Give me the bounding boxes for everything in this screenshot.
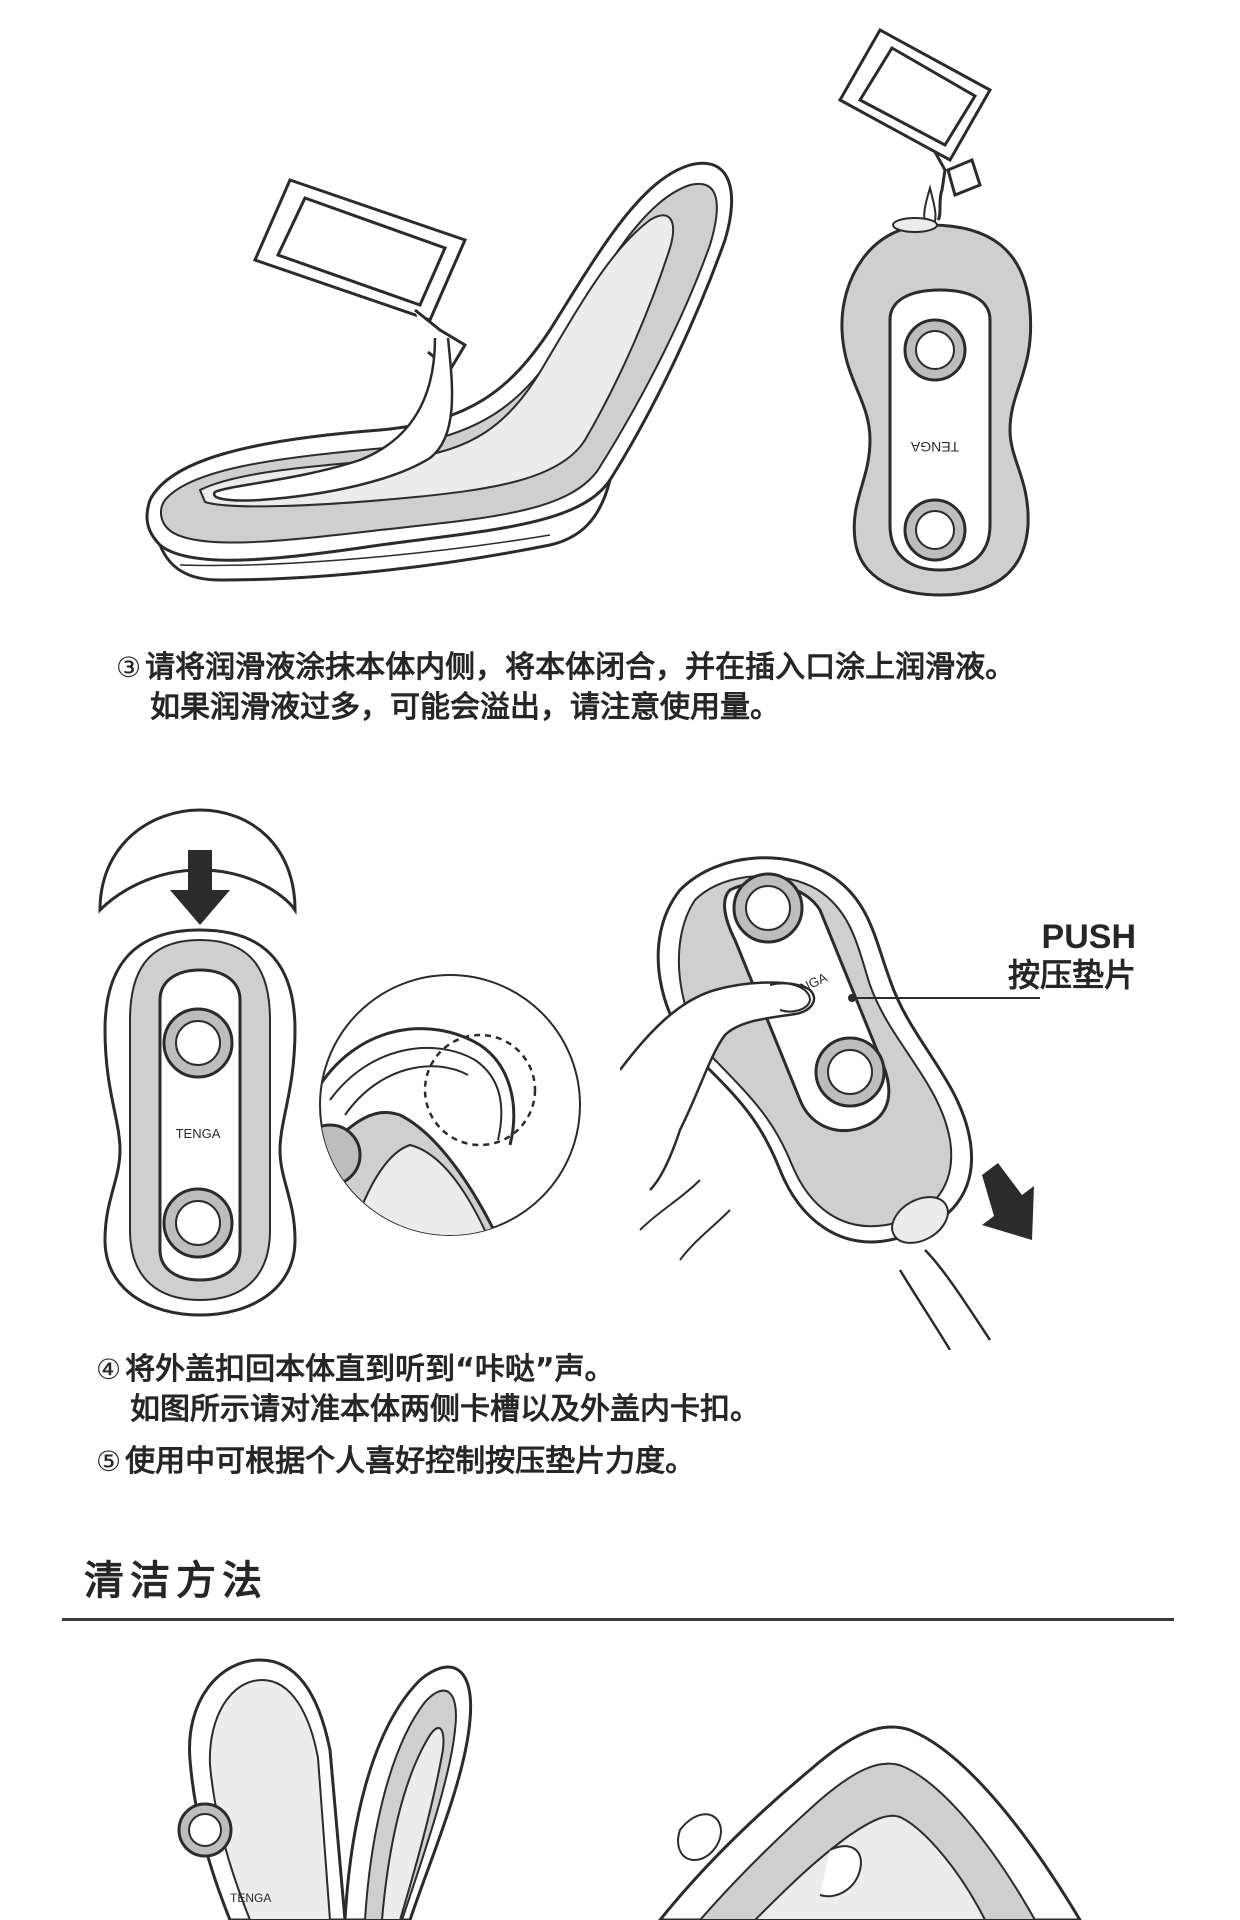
arrow-down-right-icon: [982, 1163, 1034, 1240]
step-3-number: ③: [116, 651, 142, 684]
open-body-lubricant-illustration: [145, 161, 733, 582]
opened-body-cleaning-illustration: TENGA: [177, 1658, 473, 1920]
step-4-line-2: 如图所示请对准本体两侧卡槽以及外盖内卡扣。: [130, 1392, 760, 1427]
step-4-line-1: 将外盖扣回本体直到听到“咔哒”声。: [125, 1352, 615, 1387]
zoom-circle-icon: [319, 974, 581, 1236]
closed-body-lubricant-illustration: TENGA: [837, 27, 1033, 597]
step-3-line-1: 请将润滑液涂抹本体内侧，将本体闭合，并在插入口涂上润滑液。: [145, 650, 1016, 685]
push-label-cn: 按压垫片: [1007, 956, 1136, 994]
push-pad-label: PUSH 按压垫片: [940, 918, 1136, 994]
section-divider: [62, 1618, 1174, 1621]
section-title-cleaning: 清洁方法: [84, 1558, 268, 1604]
arrow-down-icon: [170, 850, 230, 925]
folded-body-cleaning-illustration: [658, 1725, 1082, 1920]
brand-logo: TENGA: [176, 1126, 221, 1141]
step-3-line-2: 如果润滑液过多，可能会溢出，请注意使用量。: [150, 690, 780, 725]
step-4-number: ④: [96, 1353, 122, 1386]
push-pad-illustration: TENGA: [620, 856, 1040, 1350]
brand-logo: TENGA: [230, 1891, 271, 1905]
step-5-number: ⑤: [96, 1445, 122, 1478]
push-label-en: PUSH: [1041, 918, 1136, 956]
brand-logo: TENGA: [910, 439, 959, 455]
step-5-line-1: 使用中可根据个人喜好控制按压垫片力度。: [125, 1444, 696, 1479]
lubricant-sachet-icon: [252, 178, 468, 373]
attach-cover-illustration: TENGA: [98, 808, 297, 1317]
lubricant-sachet-icon: [837, 27, 993, 221]
